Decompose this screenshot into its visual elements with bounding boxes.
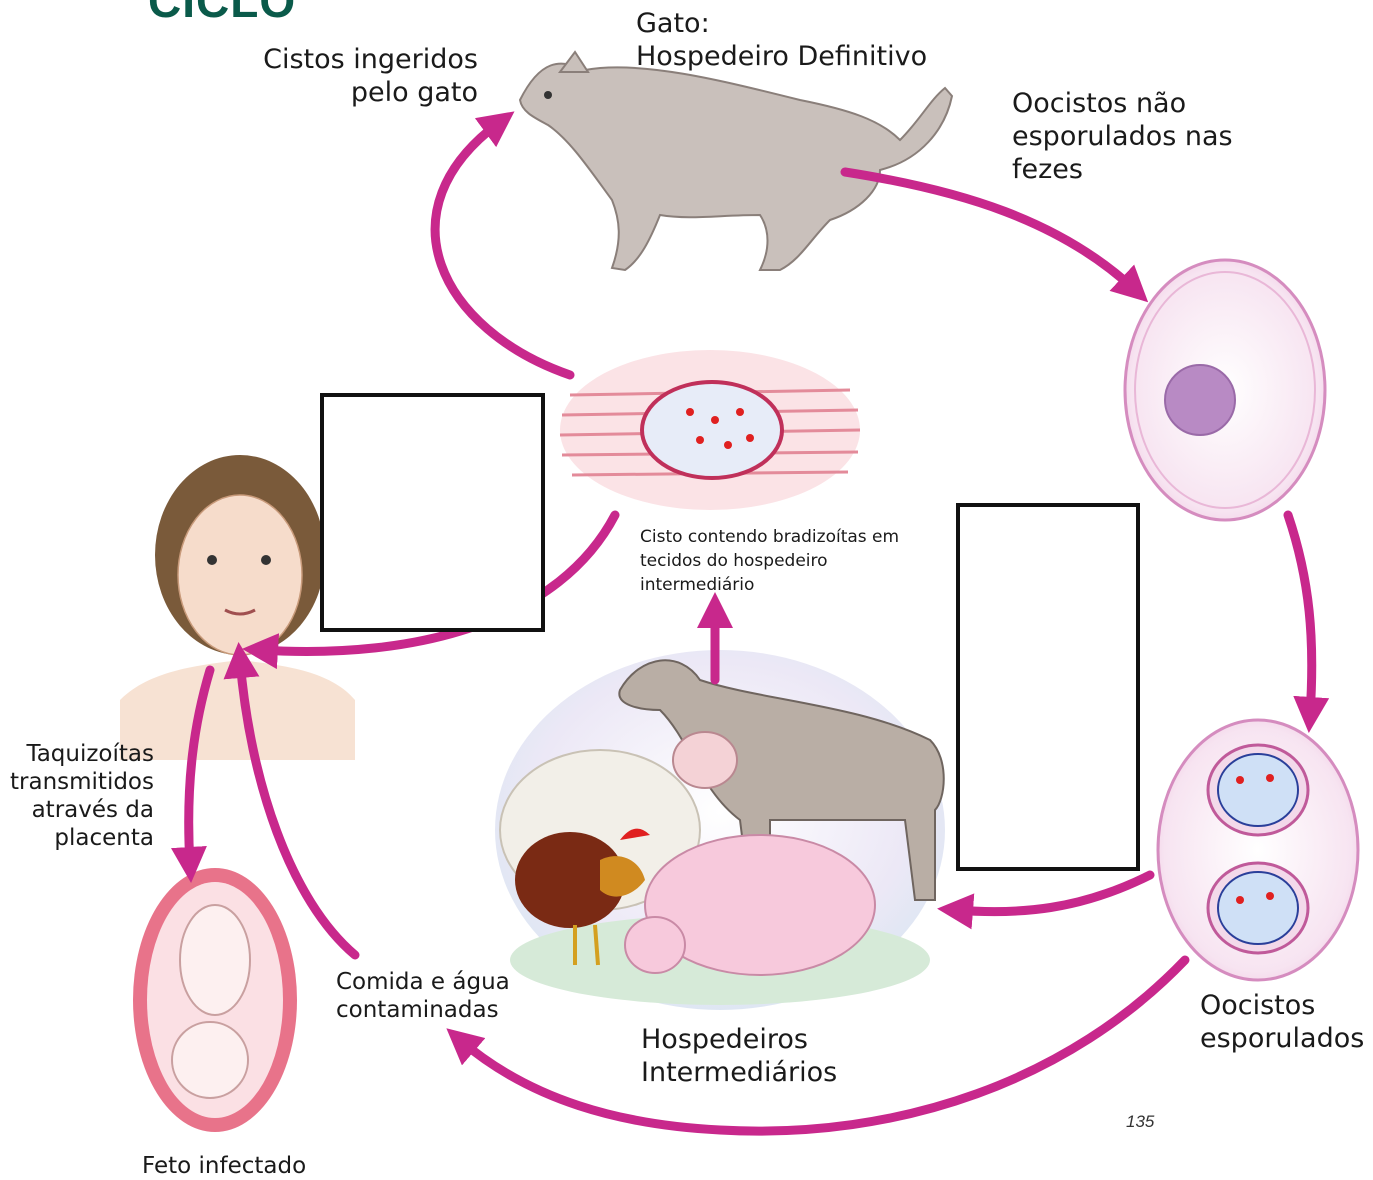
page-number: 135 <box>1126 1112 1154 1132</box>
unsporulated-oocysts-label: Oocistos não esporulados nas fezes <box>1012 88 1233 187</box>
tissue-cyst <box>560 350 860 510</box>
contaminated-food-label: Comida e água contaminadas <box>336 968 510 1024</box>
cat-host-label: Gato: Hospedeiro Definitivo <box>636 8 927 74</box>
cysts-ingested-label: Cistos ingeridos pelo gato <box>240 44 478 110</box>
tissue-cyst-label: Cisto contendo bradizoítas em tecidos do… <box>640 526 899 597</box>
page-title: CICLO <box>148 0 296 28</box>
cat-illustration <box>520 52 952 270</box>
arrow-cat-to-oocyst <box>845 172 1135 290</box>
sporulated-oocyst <box>1158 720 1358 980</box>
blank-answer-box-right[interactable] <box>956 503 1140 871</box>
intermediate-hosts-illustration <box>495 650 945 1010</box>
arrow-to-intermediate-hosts <box>955 875 1150 912</box>
arrow-oocyst-sporulation <box>1288 515 1312 715</box>
blank-answer-box-left[interactable] <box>320 393 545 632</box>
tachyzoites-label: Taquizoítas transmitidos através da plac… <box>0 740 154 852</box>
sporulated-oocysts-label: Oocistos esporulados <box>1200 990 1364 1056</box>
unsporulated-oocyst <box>1125 260 1325 520</box>
fetus-illustration <box>133 868 297 1132</box>
infected-fetus-label: Feto infectado <box>142 1152 306 1180</box>
arrow-cyst-to-cat <box>435 122 570 375</box>
intermediate-hosts-label: Hospedeiros Intermediários <box>641 1024 837 1090</box>
